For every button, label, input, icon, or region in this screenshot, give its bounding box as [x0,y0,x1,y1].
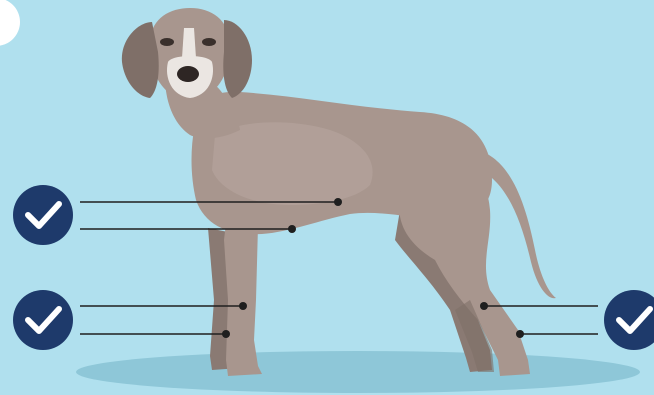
ground-shadow [76,351,640,393]
check-circle-icon [13,290,73,350]
dog-blaze [182,28,196,58]
callout-dot-front-knee [239,302,247,310]
dog-right-eye [202,38,216,46]
dog-left-eye [160,38,174,46]
check-badge-left-upper [13,185,73,245]
callout-dot-chest [334,198,342,206]
callout-dot-hind-hock [480,302,488,310]
check-badge-left-lower [13,290,73,350]
check-circle-icon [13,185,73,245]
callout-dot-front-pastern [222,330,230,338]
callout-dot-hind-pastern [516,330,524,338]
callout-dot-belly [288,225,296,233]
dog-nose [177,66,199,82]
